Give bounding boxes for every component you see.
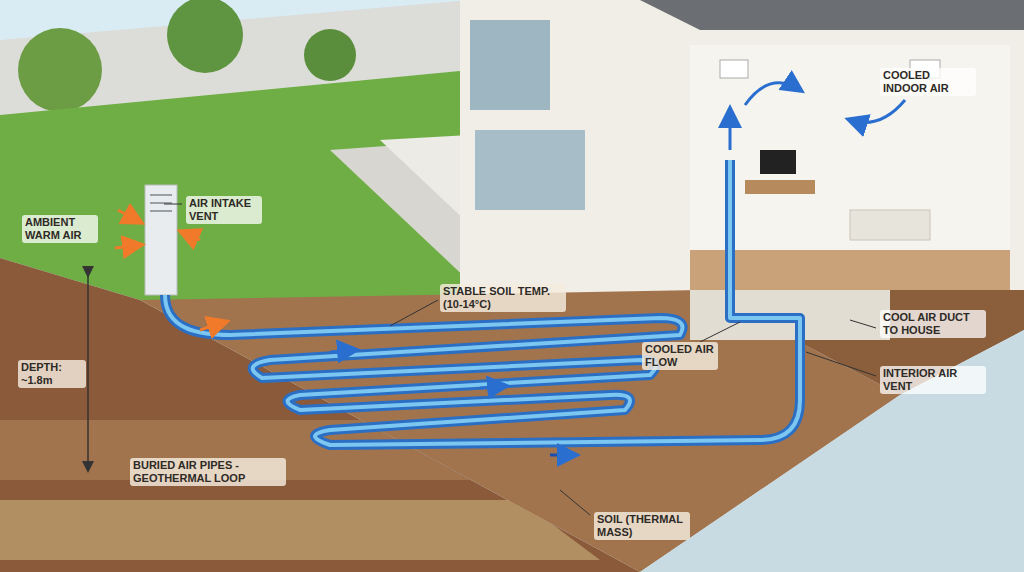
callout-label: AMBIENT WARM AIR [22, 215, 98, 243]
callout-label: BURIED AIR PIPES - GEOTHERMAL LOOP [130, 458, 286, 486]
tv [760, 150, 796, 174]
callout-label: COOLED AIR FLOW [642, 342, 718, 370]
window [475, 130, 585, 210]
cool-arrow [480, 386, 505, 388]
cool-arrow [729, 110, 732, 150]
warm-arrow [200, 322, 225, 330]
tv-stand [745, 180, 815, 194]
sofa [850, 210, 930, 240]
callout-label: INTERIOR AIR VENT [880, 366, 986, 394]
leader-line [806, 352, 876, 376]
callout-label: COOLED INDOOR AIR [880, 68, 976, 96]
leader-line [700, 322, 740, 342]
cool-arrow [550, 454, 575, 457]
buried-pipe [165, 160, 800, 445]
pipe-highlight [165, 160, 800, 445]
ground-base [640, 330, 1024, 572]
depth-dimension [87, 275, 89, 470]
tree [304, 29, 356, 81]
callout-label: COOL AIR DUCT TO HOUSE [880, 310, 986, 338]
warm-arrow [118, 210, 140, 222]
house-wall [460, 0, 1024, 300]
room-floor [690, 250, 1010, 292]
leader-line [164, 204, 182, 205]
callout-label: DEPTH: ~1.8m [18, 360, 86, 388]
window [470, 20, 550, 110]
tree [18, 28, 102, 112]
vent-slat [150, 210, 172, 212]
warm-arrow [115, 245, 140, 248]
leader-line [560, 490, 590, 515]
soil-stratum [0, 500, 600, 560]
callout-label: AIR INTAKE VENT [186, 196, 262, 224]
cool-arrow [745, 83, 800, 105]
callout-label: STABLE SOIL TEMP. (10-14°C) [440, 284, 566, 312]
tree [167, 0, 243, 73]
roof [640, 0, 1024, 30]
vent-grille [720, 60, 748, 78]
leader-line [390, 300, 438, 326]
intake-vent [145, 185, 177, 295]
warm-arrow [182, 232, 200, 240]
leader-line [850, 320, 876, 328]
vent-slat [150, 194, 172, 196]
cool-arrow [850, 100, 905, 123]
cool-arrow [330, 350, 355, 352]
callout-label: SOIL (THERMAL MASS) [594, 512, 690, 540]
